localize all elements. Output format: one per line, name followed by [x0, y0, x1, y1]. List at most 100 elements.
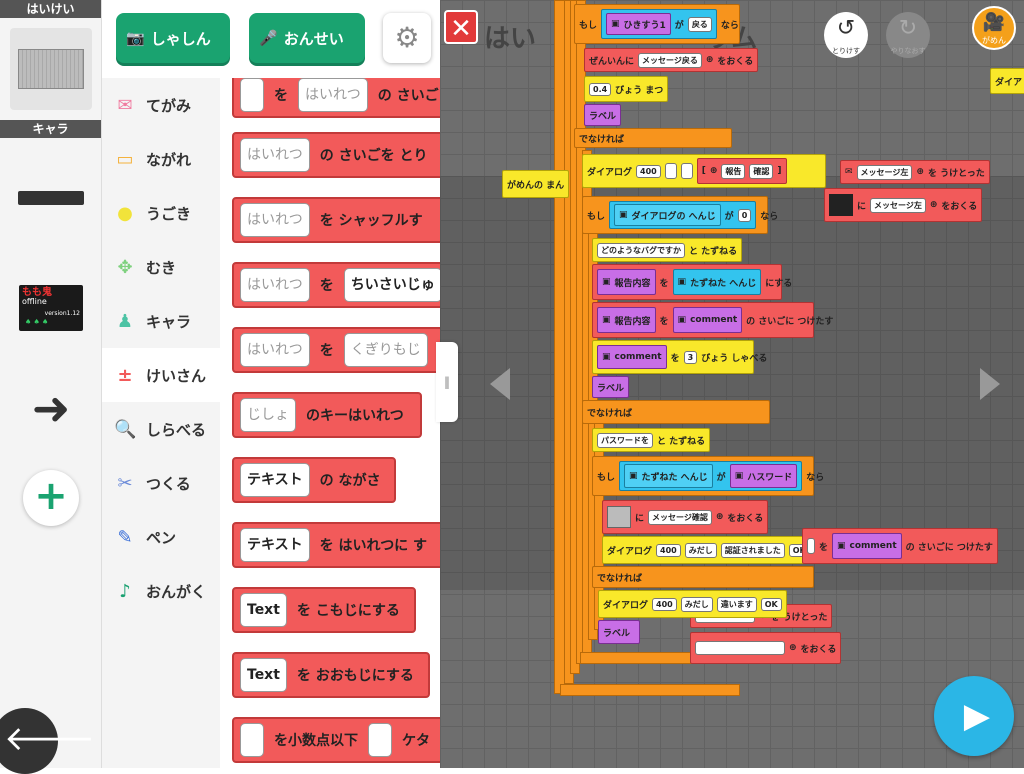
character-bar[interactable]	[0, 158, 102, 238]
block-slot[interactable]: どのようなバグですか	[597, 242, 685, 258]
gear-icon[interactable]: ⚙	[383, 13, 431, 63]
sensing-block[interactable]: ▣ダイアログの へんじ	[614, 204, 721, 226]
block-slot[interactable]: OK	[760, 597, 782, 611]
set-variable-block[interactable]: ▣報告内容を▣たずねた へんじにする	[592, 264, 792, 300]
receive-block[interactable]: ✉メッセージ左⊕を うけとった	[840, 160, 990, 184]
else-block[interactable]: でなければ	[582, 400, 770, 424]
close-icon[interactable]: ✕	[444, 10, 478, 44]
add-character-button[interactable]: +	[23, 470, 79, 526]
block-slot[interactable]: メッセージ左	[870, 197, 926, 213]
block-slot[interactable]	[240, 78, 264, 112]
block-slot[interactable]: ちいさいじゅ	[343, 268, 440, 302]
block-slot[interactable]: テキスト	[240, 463, 310, 497]
category-music[interactable]: ♪おんがく	[102, 564, 220, 618]
block-slot[interactable]	[680, 163, 693, 179]
sound-button[interactable]: 🎤おんせい	[249, 13, 365, 63]
block-slot[interactable]: はいれつ	[298, 78, 368, 112]
category-create[interactable]: ✂つくる	[102, 456, 220, 510]
sensing-block[interactable]: ▣たずねた へんじ	[624, 464, 713, 488]
broadcast-block[interactable]: ぜんいんにメッセージ戻る⊕をおくる	[584, 48, 759, 72]
block-slot[interactable]: メッセージ左	[856, 164, 913, 180]
variable-block[interactable]: ▣ハスワード	[729, 464, 798, 488]
palette-block-array-join[interactable]: はいれつをくぎりもじ	[232, 327, 440, 373]
block-slot[interactable]: はいれつ	[240, 268, 310, 302]
category-pen[interactable]: ✎ペン	[102, 510, 220, 564]
variable-block[interactable]: ▣報告内容	[597, 307, 656, 333]
dialog-block-partial[interactable]: ダイア	[990, 68, 1024, 94]
character-momo-oni[interactable]: もも鬼 offline version1.12 ♠ ♠ ♠	[0, 268, 102, 348]
block-slot[interactable]: 400	[636, 164, 661, 178]
list-block[interactable]: [⊕報告確認]	[696, 158, 787, 184]
else-block[interactable]: でなければ	[574, 128, 732, 148]
block-slot[interactable]: テキスト	[240, 528, 310, 562]
scroll-left-icon[interactable]	[490, 368, 510, 400]
category-character[interactable]: ♟キャラ	[102, 294, 220, 348]
else-block[interactable]: でなければ	[592, 566, 814, 588]
background-thumbnail[interactable]	[10, 28, 92, 110]
block-slot[interactable]: はいれつ	[240, 333, 310, 367]
block-slot[interactable]: Text	[240, 658, 287, 692]
block-slot[interactable]: メッセージ確認	[648, 509, 712, 525]
category-flow[interactable]: ▭ながれ	[102, 132, 220, 186]
block-slot[interactable]: 0.4	[589, 82, 612, 96]
label-block[interactable]: ラベル	[584, 104, 622, 126]
category-sensing[interactable]: 🔍しらべる	[102, 402, 220, 456]
send-block[interactable]: にメッセージ左⊕をおくる	[824, 188, 983, 222]
variable-block[interactable]: ▣comment	[832, 533, 902, 559]
block-slot[interactable]: メッセージ戻る	[638, 52, 702, 68]
category-letter[interactable]: ✉てがみ	[102, 78, 220, 132]
block-slot[interactable]: Text	[240, 593, 287, 627]
label-block[interactable]: ラベル	[598, 620, 640, 644]
ask-block[interactable]: どのようなバグですかと たずねる	[592, 238, 743, 262]
palette-block-array-last[interactable]: をはいれつの さいご	[232, 78, 440, 118]
photo-button[interactable]: 📷しゃしん	[116, 13, 230, 63]
send-block[interactable]: にメッセージ確認⊕をおくる	[602, 500, 769, 534]
variable-block[interactable]: ▣報告内容	[597, 269, 656, 295]
panel-resize-handle[interactable]: ‖	[436, 342, 458, 422]
block-slot[interactable]: みだし	[680, 596, 713, 612]
block-slot[interactable]: 違います	[716, 596, 757, 612]
scroll-right-icon[interactable]	[980, 368, 1000, 400]
if-block[interactable]: もし▣たずねた へんじが▣ハスワードなら	[592, 456, 824, 496]
palette-block-dict-keys[interactable]: じしょのキーはいれつ	[232, 392, 422, 438]
plus-icon[interactable]: ⊕	[929, 200, 938, 210]
back-button[interactable]: 🡐	[0, 708, 95, 774]
block-slot[interactable]: くぎりもじ	[343, 333, 428, 367]
palette-block-array-sort[interactable]: はいれつをちいさいじゅ	[232, 262, 440, 308]
block-slot[interactable]: はいれつ	[240, 203, 310, 237]
plus-icon[interactable]: ⊕	[709, 166, 718, 176]
character-arrow[interactable]: ➜	[0, 368, 102, 448]
block-slot[interactable]	[807, 538, 815, 554]
block-slot[interactable]	[368, 723, 392, 757]
block-slot[interactable]	[240, 723, 264, 757]
variable-block[interactable]: ▣ひきすう1	[606, 13, 671, 35]
block-slot[interactable]: はいれつ	[240, 138, 310, 172]
plus-icon[interactable]: ⊕	[715, 512, 724, 522]
block-slot[interactable]: 0	[737, 208, 752, 222]
category-motion[interactable]: ●うごき	[102, 186, 220, 240]
sensing-block[interactable]: ▣たずねた へんじ	[672, 269, 762, 295]
palette-block-array-shuffle[interactable]: はいれつを シャッフルす	[232, 197, 440, 243]
undo-button[interactable]: ↺とりけす	[824, 12, 868, 58]
block-slot[interactable]	[664, 163, 677, 179]
screen-block[interactable]: がめんの まん	[502, 170, 570, 198]
redo-button[interactable]: ↻やりなおす	[886, 12, 930, 58]
variable-block[interactable]: ▣comment	[597, 345, 667, 369]
block-slot[interactable]: 3	[683, 350, 698, 364]
play-button[interactable]: ▶	[934, 676, 1014, 756]
block-slot[interactable]	[695, 641, 785, 655]
block-slot[interactable]: パスワードを	[597, 432, 653, 448]
plus-icon[interactable]: ⊕	[789, 643, 797, 653]
block-slot[interactable]: 認証されました	[720, 542, 785, 558]
plus-icon[interactable]: ⊕	[916, 167, 924, 177]
